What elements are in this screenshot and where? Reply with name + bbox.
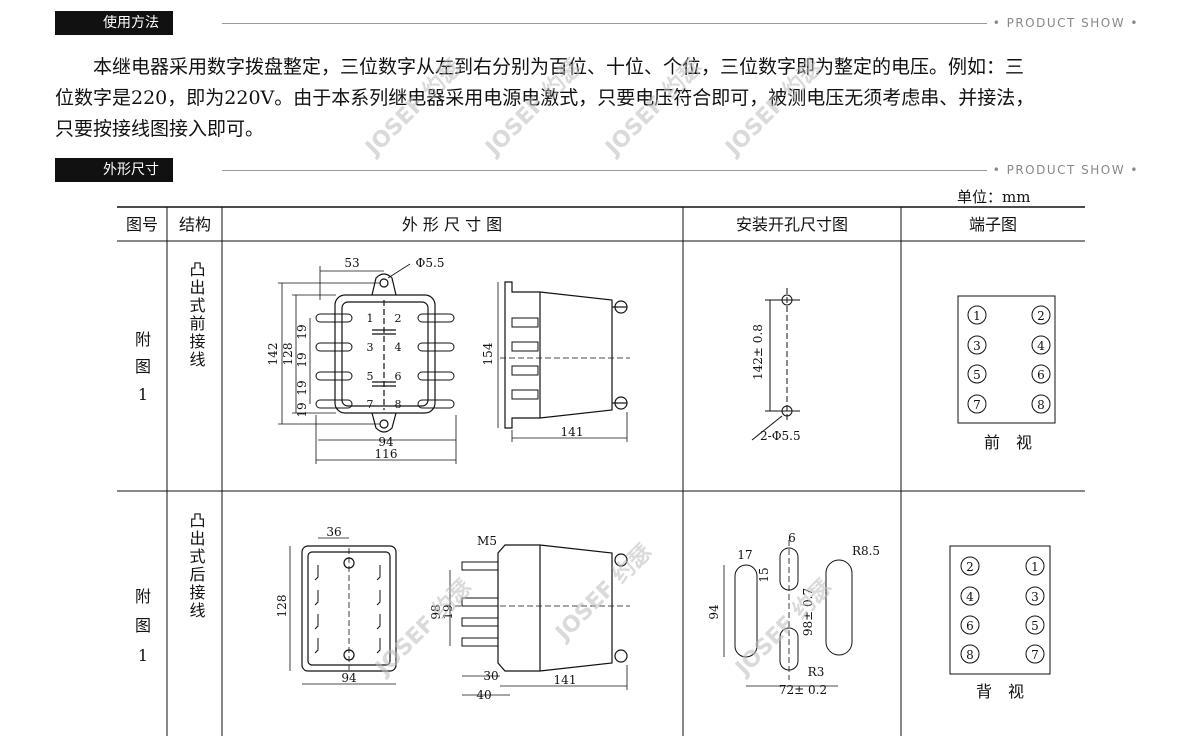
row2-structure: 凸出式后接线 bbox=[187, 512, 206, 620]
terminal-view-label: 前 视 bbox=[984, 433, 1032, 452]
dim-label: 19 bbox=[441, 604, 455, 619]
cutout-drawing-1 bbox=[751, 288, 800, 441]
dim-label: 19 bbox=[295, 402, 309, 417]
terminal-num: 7 bbox=[973, 398, 981, 412]
dim-label: 94 bbox=[378, 435, 394, 449]
dim-label: R8.5 bbox=[852, 544, 880, 558]
dim-label: 116 bbox=[375, 447, 398, 461]
dim-label: Φ5.5 bbox=[416, 256, 445, 270]
pin-label: 1 bbox=[367, 312, 374, 325]
usage-line-2: 位数字是220，即为220V。由于本系列继电器采用电源电激式，只要电压符合即可，… bbox=[55, 87, 1035, 109]
dim-label: 2-Φ5.5 bbox=[760, 429, 801, 443]
section-title-usage: 使用方法 bbox=[55, 11, 173, 35]
terminal-num: 2 bbox=[966, 560, 974, 574]
dim-label: 72± 0.2 bbox=[779, 683, 827, 697]
dim-label: 154 bbox=[481, 342, 495, 365]
terminal-num: 1 bbox=[973, 309, 981, 323]
dim-label: 94 bbox=[707, 604, 721, 620]
dim-label: 53 bbox=[344, 256, 359, 270]
dim-label: 141 bbox=[554, 673, 577, 687]
pin-label: 5 bbox=[367, 370, 374, 383]
row2-fig-num: 1 bbox=[138, 646, 148, 665]
dim-label: M5 bbox=[477, 534, 497, 548]
side-view-drawing-2 bbox=[455, 544, 630, 672]
dim-label: 17 bbox=[737, 548, 752, 562]
dim-label: 15 bbox=[757, 567, 771, 582]
pin-label: 6 bbox=[395, 370, 402, 383]
row1-fig-char: 图 bbox=[135, 357, 151, 376]
row1-structure: 凸出式前接线 bbox=[187, 261, 206, 369]
terminal-num: 3 bbox=[973, 339, 981, 353]
pin-label: 3 bbox=[367, 341, 374, 354]
dim-label: 98± 0.7 bbox=[801, 588, 815, 636]
row1-fig-char: 附 bbox=[135, 330, 151, 349]
section-tag: • PRODUCT SHOW • bbox=[986, 16, 1145, 30]
terminal-num: 6 bbox=[966, 619, 974, 633]
dim-label: 6 bbox=[788, 531, 796, 545]
dim-label: R3 bbox=[808, 665, 825, 679]
header-structure: 结构 bbox=[179, 215, 211, 234]
terminal-num: 8 bbox=[1037, 398, 1045, 412]
terminal-num: 3 bbox=[1031, 590, 1039, 604]
terminal-num: 4 bbox=[966, 590, 974, 604]
side-view-drawing-1 bbox=[500, 281, 630, 429]
terminal-front-view bbox=[957, 295, 1056, 424]
dim-label: 19 bbox=[295, 324, 309, 339]
rear-view-drawing-2 bbox=[301, 545, 397, 672]
dim-label: 19 bbox=[295, 352, 309, 367]
dim-label: 94 bbox=[341, 671, 357, 685]
header-fig: 图号 bbox=[126, 215, 158, 234]
dim-label: 142± 0.8 bbox=[751, 324, 765, 380]
pin-label: 2 bbox=[395, 312, 402, 325]
usage-paragraph: 本继电器采用数字拨盘整定，三位数字从左到右分别为百位、十位、个位，三位数字即为整… bbox=[55, 52, 1147, 145]
section-title-dimensions: 外形尺寸 bbox=[55, 158, 173, 182]
dim-label: 142 bbox=[266, 343, 280, 366]
pin-label: 8 bbox=[395, 398, 402, 411]
dim-label: 128 bbox=[275, 595, 289, 618]
dim-label: 40 bbox=[476, 688, 491, 702]
header-terminal: 端子图 bbox=[969, 215, 1017, 234]
dim-label: 128 bbox=[281, 343, 295, 366]
terminal-num: 1 bbox=[1031, 560, 1039, 574]
terminal-num: 5 bbox=[1031, 619, 1039, 633]
section-divider bbox=[222, 170, 1145, 171]
terminal-num: 5 bbox=[973, 368, 981, 382]
section-tag: • PRODUCT SHOW • bbox=[986, 163, 1145, 177]
header-outline: 外 形 尺 寸 图 bbox=[402, 215, 502, 234]
dim-label: 19 bbox=[295, 380, 309, 395]
row2-fig-char: 图 bbox=[135, 616, 151, 635]
dim-label: 98 bbox=[429, 604, 443, 619]
pin-label: 7 bbox=[367, 398, 374, 411]
row1-fig-num: 1 bbox=[138, 385, 148, 404]
terminal-view-label: 背 视 bbox=[976, 682, 1024, 701]
section-divider bbox=[222, 23, 1145, 24]
terminal-num: 8 bbox=[966, 648, 974, 662]
row2-fig-char: 附 bbox=[135, 587, 151, 606]
pin-label: 4 bbox=[395, 341, 402, 354]
usage-line-3: 只要按接线图接入即可。 bbox=[55, 118, 265, 140]
dim-label: 30 bbox=[483, 669, 498, 683]
dim-label: 141 bbox=[561, 425, 584, 439]
dim-label: 36 bbox=[326, 525, 341, 539]
terminal-back-view bbox=[949, 545, 1051, 675]
terminal-num: 6 bbox=[1037, 368, 1045, 382]
header-cutout: 安装开孔尺寸图 bbox=[736, 215, 848, 234]
front-view-drawing-1 bbox=[315, 273, 455, 433]
terminal-num: 7 bbox=[1031, 648, 1039, 662]
terminal-num: 4 bbox=[1037, 339, 1045, 353]
cutout-drawing-2 bbox=[723, 540, 853, 687]
usage-line-1: 本继电器采用数字拨盘整定，三位数字从左到右分别为百位、十位、个位，三位数字即为整… bbox=[93, 56, 1025, 78]
terminal-num: 2 bbox=[1037, 309, 1045, 323]
unit-label: 单位：mm bbox=[957, 188, 1031, 206]
